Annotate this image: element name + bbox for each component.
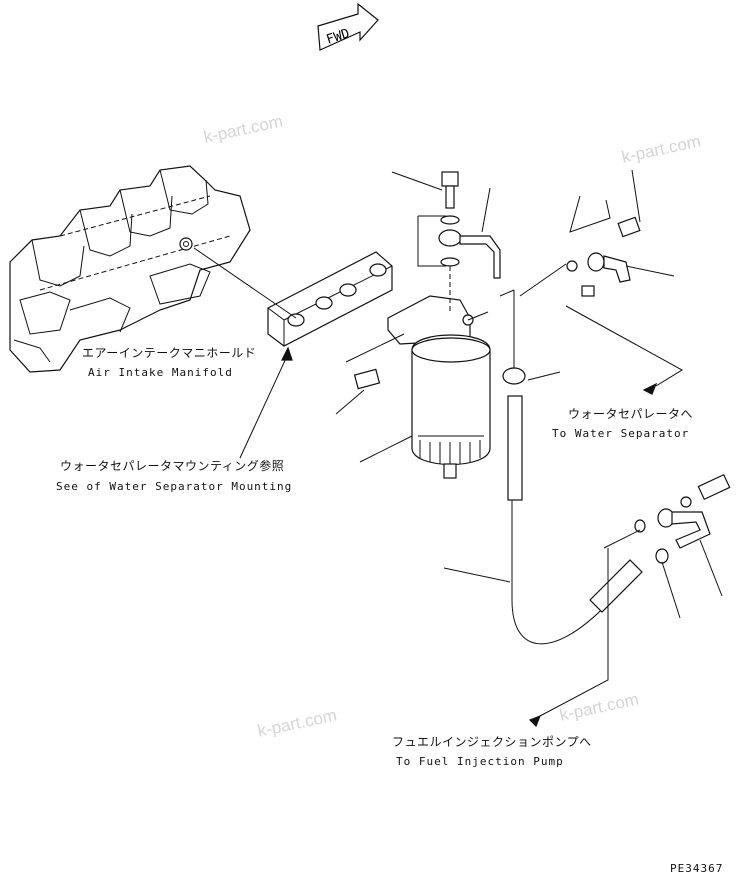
leader-lines (239, 333, 658, 728)
mounting-bracket (193, 247, 393, 347)
air-intake-manifold-en-label: Air Intake Manifold (88, 366, 233, 379)
pump-fitting (539, 473, 731, 717)
air-intake-manifold-jp-label: エアーインテークマニホールド (82, 346, 257, 360)
water-separator-mount-en-label: See of Water Separator Mounting (56, 480, 293, 493)
drawing-number: PE34367 (670, 862, 724, 875)
water-separator-mount-jp-label: ウォータセパレータマウンティング参照 (60, 459, 285, 473)
to-water-separator-en-label: To Water Separator (552, 427, 690, 440)
fuel-filter (387, 295, 491, 479)
fwd-arrow: FWD (317, 2, 379, 51)
fwd-text: FWD (325, 26, 352, 48)
fuel-hose (443, 289, 621, 645)
air-intake-manifold (9, 165, 251, 373)
to-fuel-pump-en-label: To Fuel Injection Pump (396, 755, 564, 768)
to-water-separator-jp-label: ウォータセパレータへ (568, 407, 694, 421)
top-bolt-banjo (391, 171, 501, 312)
water-separator-fitting (519, 169, 683, 387)
to-fuel-pump-jp-label: フュエルインジェクションポンプへ (392, 735, 592, 749)
